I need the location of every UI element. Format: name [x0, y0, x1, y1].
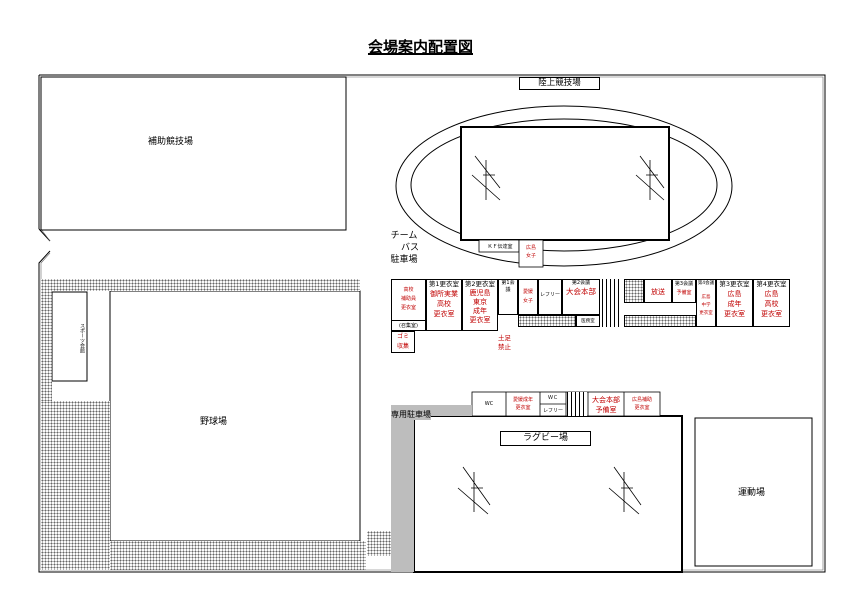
- private-parking-label: 専用駐車場: [391, 409, 431, 420]
- kaigi1: 第1会議: [498, 279, 518, 315]
- walkway-hatch: [367, 531, 391, 556]
- kouishitsu1: 第1更衣室 御所実業 高校 更衣室: [426, 279, 462, 331]
- aux-field-outline: [40, 76, 347, 231]
- baseball-label: 野球場: [200, 417, 228, 427]
- walkway-hatch: [41, 279, 360, 291]
- stadium-label: 陸上競技場: [519, 77, 600, 90]
- hiroshima-hojo-room: 広島補助更衣室: [631, 397, 652, 411]
- iryoushitsu: 医務室: [576, 315, 600, 327]
- aux-field-label: 補助競技場: [148, 137, 194, 147]
- private-parking-fill: [414, 405, 472, 416]
- walkway-hatch: [41, 401, 110, 570]
- aimai-joshi-room: 愛媛女子: [518, 279, 538, 315]
- housou-room: 放送: [644, 279, 672, 303]
- hiroshima-women-room: 広島女子: [525, 245, 536, 259]
- playground-label: 運動場: [738, 488, 766, 498]
- shuushuu-room: (召集室): [391, 320, 426, 331]
- sports-hall-label: スポーツ会館: [79, 322, 85, 353]
- corridor-hatch: [518, 315, 576, 327]
- referee-room-2: レフリー: [542, 408, 563, 414]
- aimai-seinen-room: 愛媛成年更衣室: [512, 397, 533, 411]
- rugby-label: ラグビー場: [500, 431, 591, 446]
- honbu-yobi-room: 大会本部予備室: [592, 396, 620, 414]
- team-bus-parking-label: チーム バス 駐車場: [390, 231, 420, 265]
- private-parking-fill: [391, 405, 414, 572]
- track-inner: [410, 118, 718, 252]
- stadium-field: [460, 126, 670, 241]
- baseball-outline: [109, 290, 361, 542]
- kansei-room: ＫＦ伝達室: [487, 244, 513, 250]
- hatch-room: [624, 279, 644, 303]
- stairs: [602, 279, 622, 327]
- track-outer: [395, 105, 733, 267]
- kaigi4: 第4会議 広島 中学 更衣室: [696, 279, 716, 327]
- kouishitsu4: 第4更衣室 広島 高校 更衣室: [753, 279, 790, 327]
- kouishitsu2: 第2更衣室 鹿児島 東京 成年 更衣室: [462, 279, 498, 331]
- stairs: [567, 392, 587, 416]
- walkway-hatch: [41, 291, 52, 401]
- walkway-hatch: [110, 541, 366, 570]
- referee-room: レフリー: [538, 279, 562, 315]
- kaigi2-honbu: 第2会議 大会本部: [562, 279, 600, 315]
- wc-room-2: ＷＣ: [547, 395, 558, 401]
- kouishitsu3: 第3更衣室 広島 成年 更衣室: [716, 279, 753, 327]
- dosoku-kinshi-label: 土足禁止: [498, 334, 511, 351]
- kaigi3: 第3会議 予備室: [672, 279, 696, 303]
- gomi-room: ゴミ収集: [391, 331, 415, 353]
- wc-room: WC: [484, 401, 494, 407]
- corridor-hatch: [624, 315, 696, 327]
- rugby-outline: [413, 415, 683, 573]
- page-title: 会場案内配置図: [367, 38, 473, 56]
